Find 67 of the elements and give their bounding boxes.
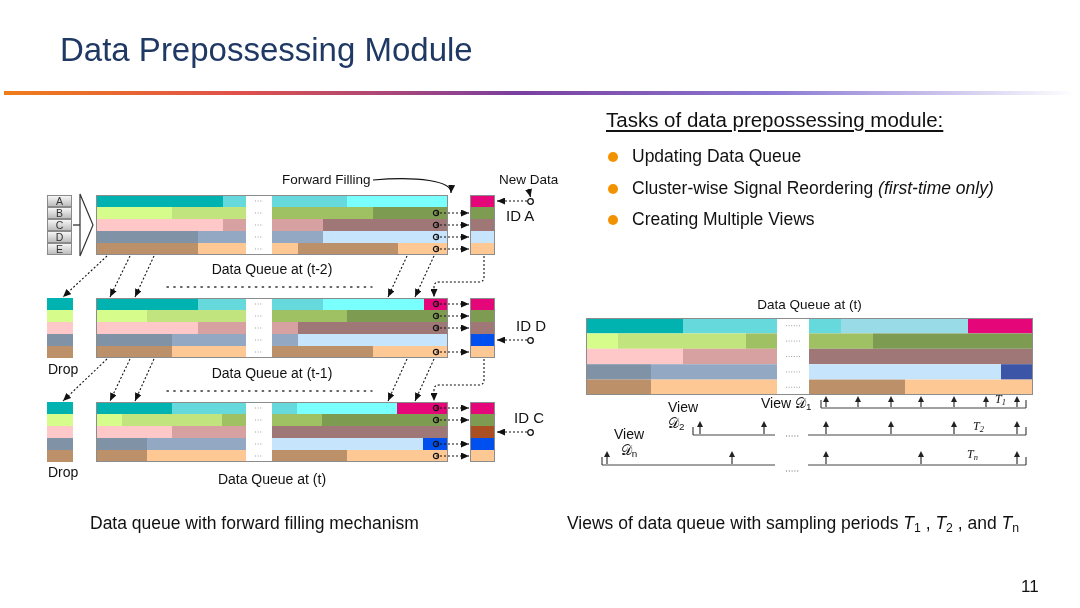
dotted-arrow	[432, 312, 470, 320]
dotted-arrow	[432, 233, 470, 241]
source-terminal	[527, 428, 534, 436]
data-queue	[96, 298, 448, 358]
dotted-arrow	[432, 209, 470, 217]
period-label: T$_{n}$	[967, 448, 978, 462]
annotation-label: Forward Filling	[282, 172, 371, 188]
signal-tile: A	[47, 195, 72, 207]
dotted-arrow	[134, 255, 155, 298]
dotted-arrow	[109, 358, 131, 402]
dotted-arrow	[432, 221, 470, 229]
dropped-data-column	[47, 298, 73, 358]
dotted-arrow	[109, 255, 131, 298]
figure-caption: Views of data queue with sampling periods T$_{1}$ , T$_{2}$ , and T$_{n}$	[567, 513, 1020, 534]
slide-title: Data Prepossessing Module	[60, 31, 473, 69]
section-heading: Tasks of data prepossessing module:	[606, 108, 944, 132]
dotted-arrow	[62, 255, 108, 298]
page-number: 11	[1021, 577, 1039, 597]
signal-tile: D	[47, 231, 72, 243]
new-data-column	[470, 195, 495, 255]
drop-caption: Drop	[48, 361, 79, 378]
dotted-arrow	[414, 358, 435, 402]
dotted-arrow	[432, 452, 470, 460]
dotted-arrow	[496, 336, 528, 344]
dotted-arrow	[430, 255, 485, 298]
dotted-arrow	[432, 245, 470, 253]
dotted-arrow	[134, 358, 155, 402]
figure-caption: Data queue with forward filling mechanism	[90, 513, 419, 534]
arrow	[525, 188, 532, 198]
dotted-arrow	[432, 324, 470, 332]
dotted-arrow	[496, 197, 528, 205]
period-label: T$_{2}$	[973, 420, 984, 434]
dotted-arrow	[496, 428, 528, 436]
signal-tile: B	[47, 207, 72, 219]
signal-tile: C	[47, 219, 72, 231]
bullet-text: Updating Data Queue	[632, 146, 802, 167]
data-queue	[96, 402, 448, 462]
drop-caption: Drop	[48, 464, 79, 481]
new-data-column	[470, 402, 495, 462]
bullet-text: Cluster-wise Signal Reordering (first-time only)	[632, 178, 994, 199]
queue-caption: Data Queue at (t)	[216, 471, 328, 488]
data-queue	[96, 195, 448, 255]
dotted-arrow	[414, 255, 435, 298]
block-arrow	[72, 193, 94, 257]
source-terminal	[527, 197, 534, 205]
data-queue	[586, 318, 1033, 395]
queue-caption: Data Queue at (t-1)	[210, 365, 334, 382]
view-label: View 𝒟$_{n}$	[612, 426, 646, 459]
bullet-text: Creating Multiple Views	[632, 209, 815, 230]
dotted-arrow	[387, 358, 408, 402]
queue-caption: Data Queue at (t)	[756, 297, 863, 313]
dotted-arrow	[62, 358, 108, 402]
annotation-label: New Data	[499, 172, 559, 188]
dotted-arrow	[387, 255, 408, 298]
dotted-arrow	[432, 300, 470, 308]
dotted-arrow	[430, 358, 485, 402]
new-data-column	[470, 298, 495, 358]
dropped-data-column	[47, 402, 73, 462]
view-label: View 𝒟$_{2}$	[668, 399, 700, 432]
dotted-arrow	[432, 404, 470, 412]
dotted-arrow	[432, 348, 470, 356]
queue-caption: Data Queue at (t-2)	[210, 261, 334, 278]
source-terminal	[527, 336, 534, 344]
signal-tile: E	[47, 243, 72, 255]
dotted-arrow	[432, 416, 470, 424]
dotted-arrow	[432, 440, 470, 448]
arrow	[372, 178, 454, 194]
